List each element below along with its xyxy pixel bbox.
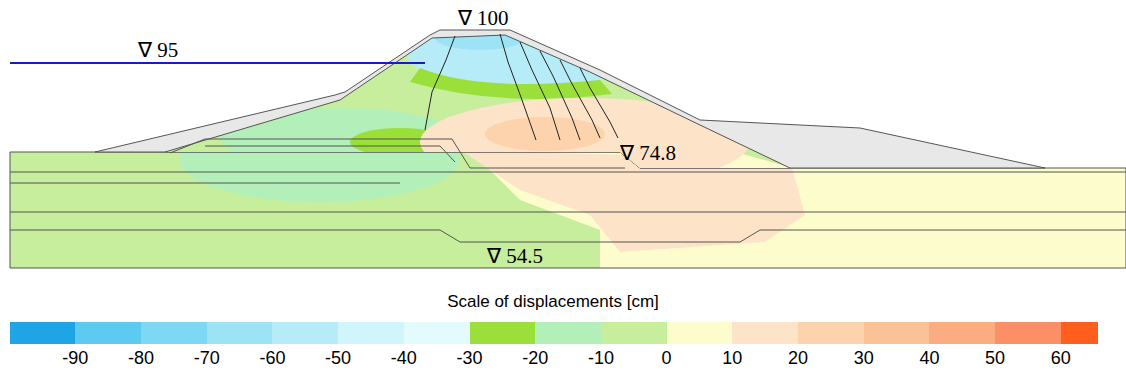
scale-value: 30 — [854, 348, 874, 369]
legend-swatch — [75, 322, 141, 344]
dam-body — [95, 25, 1045, 186]
legend-swatch — [338, 322, 404, 344]
legend-swatch — [535, 322, 601, 344]
elevation-mark: ∇ 54.5 — [487, 244, 543, 268]
legend-swatch — [732, 322, 798, 344]
scale-value: -90 — [62, 348, 88, 369]
legend-swatch — [207, 322, 273, 344]
legend-swatch — [141, 322, 207, 344]
legend-swatch — [601, 322, 667, 344]
scale-value: 0 — [662, 348, 672, 369]
scale-value: 10 — [722, 348, 742, 369]
scale-value: 50 — [985, 348, 1005, 369]
scale-value: -50 — [325, 348, 351, 369]
legend-swatch — [995, 322, 1061, 344]
legend-swatch — [929, 322, 995, 344]
scale-value: -80 — [128, 348, 154, 369]
scale-value: 60 — [1051, 348, 1071, 369]
legend-swatch — [10, 322, 76, 344]
legend-swatch — [667, 322, 733, 344]
elevation-mark: ∇ 74.8 — [620, 141, 676, 165]
scale-value: -40 — [391, 348, 417, 369]
crest-elevation: ∇ 100 — [458, 6, 509, 30]
scale-value: -70 — [194, 348, 220, 369]
legend-swatch — [272, 322, 338, 344]
legend-swatch — [470, 322, 536, 344]
scale-value: -30 — [456, 348, 482, 369]
scale-value: -10 — [588, 348, 614, 369]
scale-value: 20 — [788, 348, 808, 369]
legend-title: Scale of displacements [cm] — [447, 292, 659, 312]
scale-value: -60 — [259, 348, 285, 369]
scale-value: -20 — [522, 348, 548, 369]
contour-lines — [425, 34, 618, 140]
scale-value: 40 — [919, 348, 939, 369]
legend-band — [1061, 322, 1098, 344]
legend-swatch — [864, 322, 930, 344]
legend-swatch — [404, 322, 470, 344]
water-elevation: ∇ 95 — [138, 38, 178, 62]
water-level — [10, 62, 425, 64]
legend-swatch — [798, 322, 864, 344]
